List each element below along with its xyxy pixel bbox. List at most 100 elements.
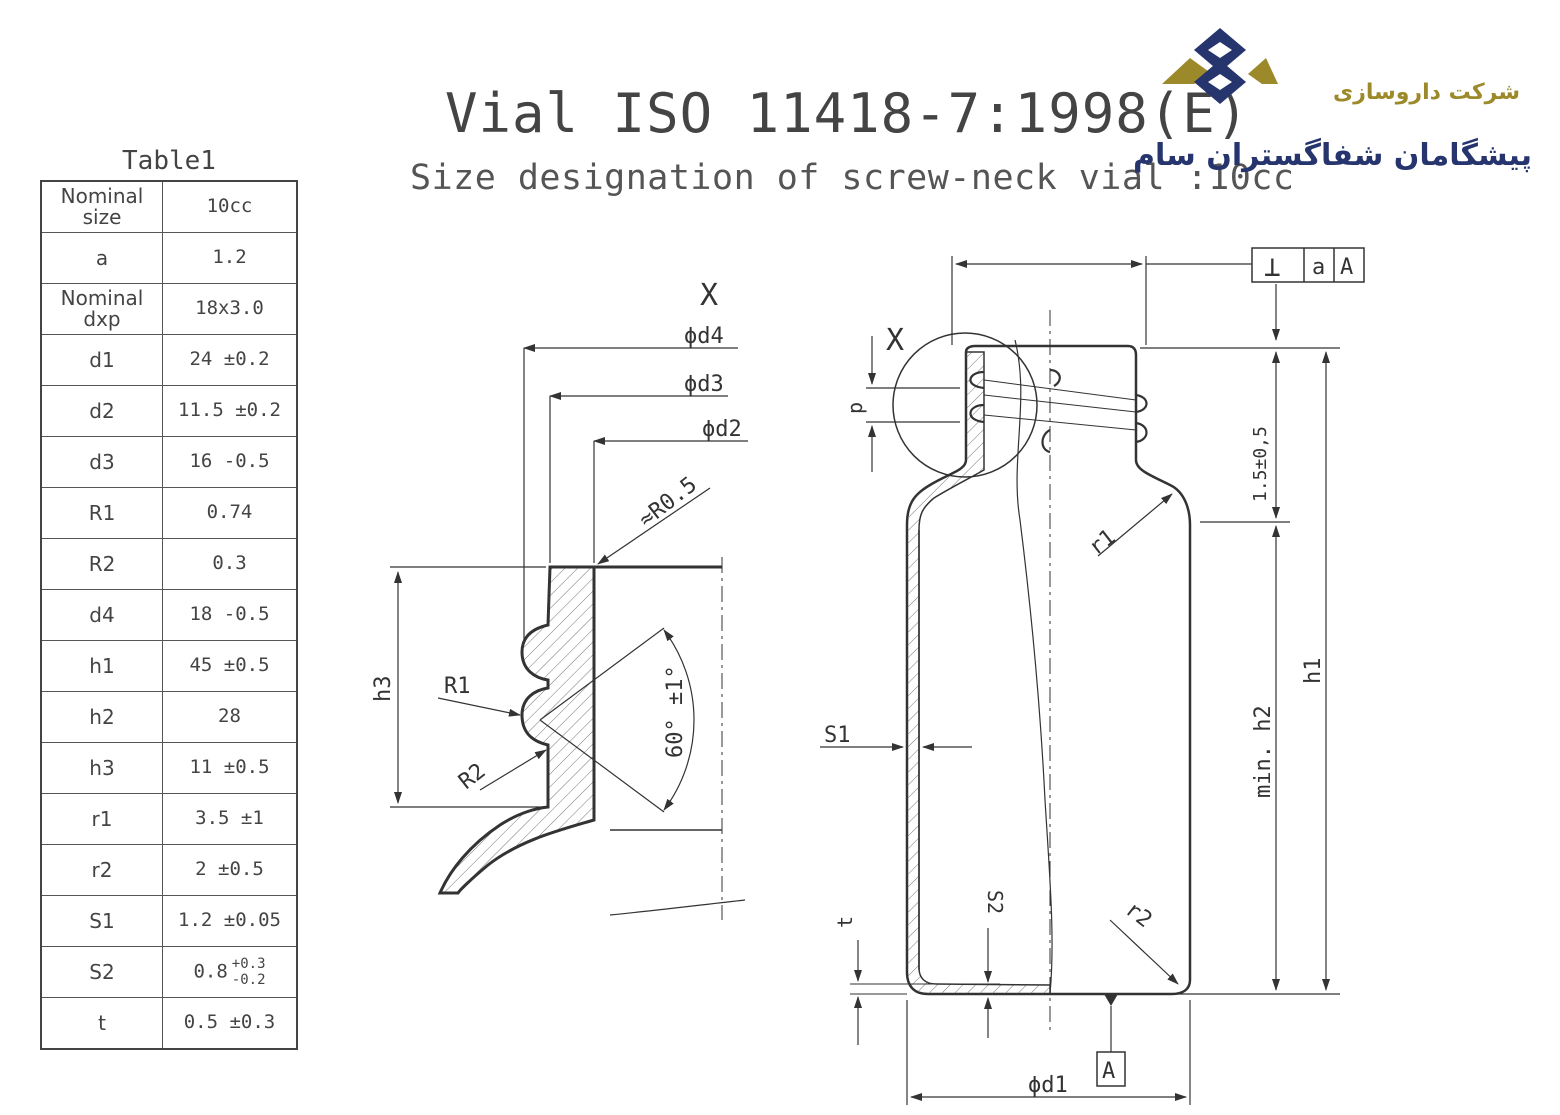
dimension-value-text: 24 ±0.2	[189, 348, 270, 371]
tolerance-datum: A	[1340, 255, 1353, 280]
table-row: r1 3.5 ±1	[40, 793, 298, 845]
dimension-value-text: 3.5 ±1	[195, 807, 264, 830]
dimension-value: 1.2	[162, 232, 298, 284]
dimension-value: 11.5 ±0.2	[162, 385, 298, 437]
dimension-value-text: 0.5 ±0.3	[183, 1011, 276, 1034]
label-S2: S2	[983, 890, 1007, 914]
tolerance-value: a	[1312, 255, 1325, 280]
dimension-name: r2	[40, 844, 163, 896]
main-vial-view	[820, 247, 1365, 1105]
company-logo: شرکت داروسازی پیشگامان شفاگستران سام	[1133, 26, 1550, 173]
dimension-name: h1	[40, 640, 163, 692]
dimension-value-text: 28	[218, 705, 241, 728]
label-h2: min. h2	[1251, 705, 1276, 798]
dimension-value-text: 16 -0.5	[189, 450, 270, 473]
detail-wall-section	[437, 565, 596, 895]
dimension-name: d4	[40, 589, 163, 641]
dimension-value: 18x3.0	[162, 283, 298, 335]
table-row: h1 45 ±0.5	[40, 640, 298, 692]
label-d2: ϕd2	[702, 417, 742, 442]
dimension-name: S2	[40, 946, 163, 998]
label-angle: 60° ±1°	[663, 665, 688, 758]
label-h1: h1	[1301, 658, 1326, 685]
dimension-value: 0.74	[162, 487, 298, 539]
dimension-name: Nominal size	[40, 180, 163, 233]
label-S1: S1	[824, 723, 851, 748]
dimension-value-text: 0.74	[206, 501, 253, 524]
table-row: Nominal size 10cc	[40, 180, 298, 233]
dimension-value-text: 1.2	[212, 246, 247, 269]
table-row: t 0.5 ±0.3	[40, 997, 298, 1050]
dimension-name: h3	[40, 742, 163, 794]
main-view-label: X	[886, 323, 904, 358]
table-row: d3 16 -0.5	[40, 436, 298, 488]
label-h3: h3	[371, 676, 396, 703]
dimension-name: Nominal dxp	[40, 283, 163, 335]
table-row: R1 0.74	[40, 487, 298, 539]
drawing-title: Vial ISO 11418-7:1998(E)	[445, 82, 1250, 145]
perpendicularity-icon: ⊥	[1264, 250, 1281, 283]
dimension-value: 28	[162, 691, 298, 743]
dimension-value-text: 18 -0.5	[189, 603, 270, 626]
table-caption: Table1	[122, 146, 216, 176]
logo-mark-icon	[1162, 28, 1278, 104]
dimension-name: t	[40, 997, 163, 1050]
dimension-value: 3.5 ±1	[162, 793, 298, 845]
dimension-name: d3	[40, 436, 163, 488]
tolerance-minus: -0.2	[231, 972, 266, 988]
label-d3: ϕd3	[684, 372, 724, 397]
dimension-name: r1	[40, 793, 163, 845]
dimension-value-text: 0.8	[193, 960, 228, 983]
label-d4: ϕd4	[684, 324, 724, 349]
dimension-name: h2	[40, 691, 163, 743]
table-row: h2 28	[40, 691, 298, 743]
dimension-value-text: 1.2 ±0.05	[178, 909, 281, 932]
dimension-value-text: 18x3.0	[195, 297, 264, 320]
tolerance-stack: +0.3-0.2	[232, 956, 266, 988]
dimension-name: R2	[40, 538, 163, 590]
dimension-value: 1.2 ±0.05	[162, 895, 298, 947]
dimension-value-text: 2 ±0.5	[195, 858, 264, 881]
label-p: p	[843, 402, 867, 414]
dimension-name: R1	[40, 487, 163, 539]
label-r1: r1	[1084, 525, 1120, 561]
dimension-value: 0.5 ±0.3	[162, 997, 298, 1050]
dimension-value: 45 ±0.5	[162, 640, 298, 692]
dimension-value: 11 ±0.5	[162, 742, 298, 794]
label-R2: R2	[454, 759, 490, 795]
label-radius-note: ≈R0.5	[634, 472, 702, 532]
table-row: r2 2 ±0.5	[40, 844, 298, 896]
label-r2: r2	[1120, 897, 1156, 933]
vial-outline	[905, 344, 1192, 996]
logo-company-line1: شرکت داروسازی	[1333, 80, 1520, 105]
table-row: Nominal dxp 18x3.0	[40, 283, 298, 335]
tolerance-plus: +0.3	[231, 955, 266, 972]
dimension-value-text: 11 ±0.5	[189, 756, 270, 779]
detail-view-label: X	[700, 278, 718, 313]
datum-label: A	[1102, 1059, 1115, 1084]
label-t: t	[833, 916, 857, 928]
label-neck-height: 1.5±0,5	[1250, 426, 1271, 502]
label-d1: ϕd1	[1028, 1073, 1068, 1098]
dimension-value-text: 0.3	[212, 552, 247, 575]
detail-view-x	[390, 344, 748, 920]
dimension-value-text: 45 ±0.5	[189, 654, 270, 677]
dimension-value: 18 -0.5	[162, 589, 298, 641]
dimension-value-text: 11.5 ±0.2	[178, 399, 281, 422]
dimension-value: 16 -0.5	[162, 436, 298, 488]
table-row: d4 18 -0.5	[40, 589, 298, 641]
dimension-value-text: 10cc	[206, 195, 253, 218]
dimension-value: 2 ±0.5	[162, 844, 298, 896]
logo-company-line2: پیشگامان شفاگستران سام	[1133, 138, 1532, 173]
dimension-value: 0.8+0.3-0.2	[162, 946, 298, 998]
label-R1: R1	[444, 674, 471, 699]
table-row: h3 11 ±0.5	[40, 742, 298, 794]
drawing-subtitle: Size designation of screw-neck vial :10c…	[410, 158, 1295, 198]
